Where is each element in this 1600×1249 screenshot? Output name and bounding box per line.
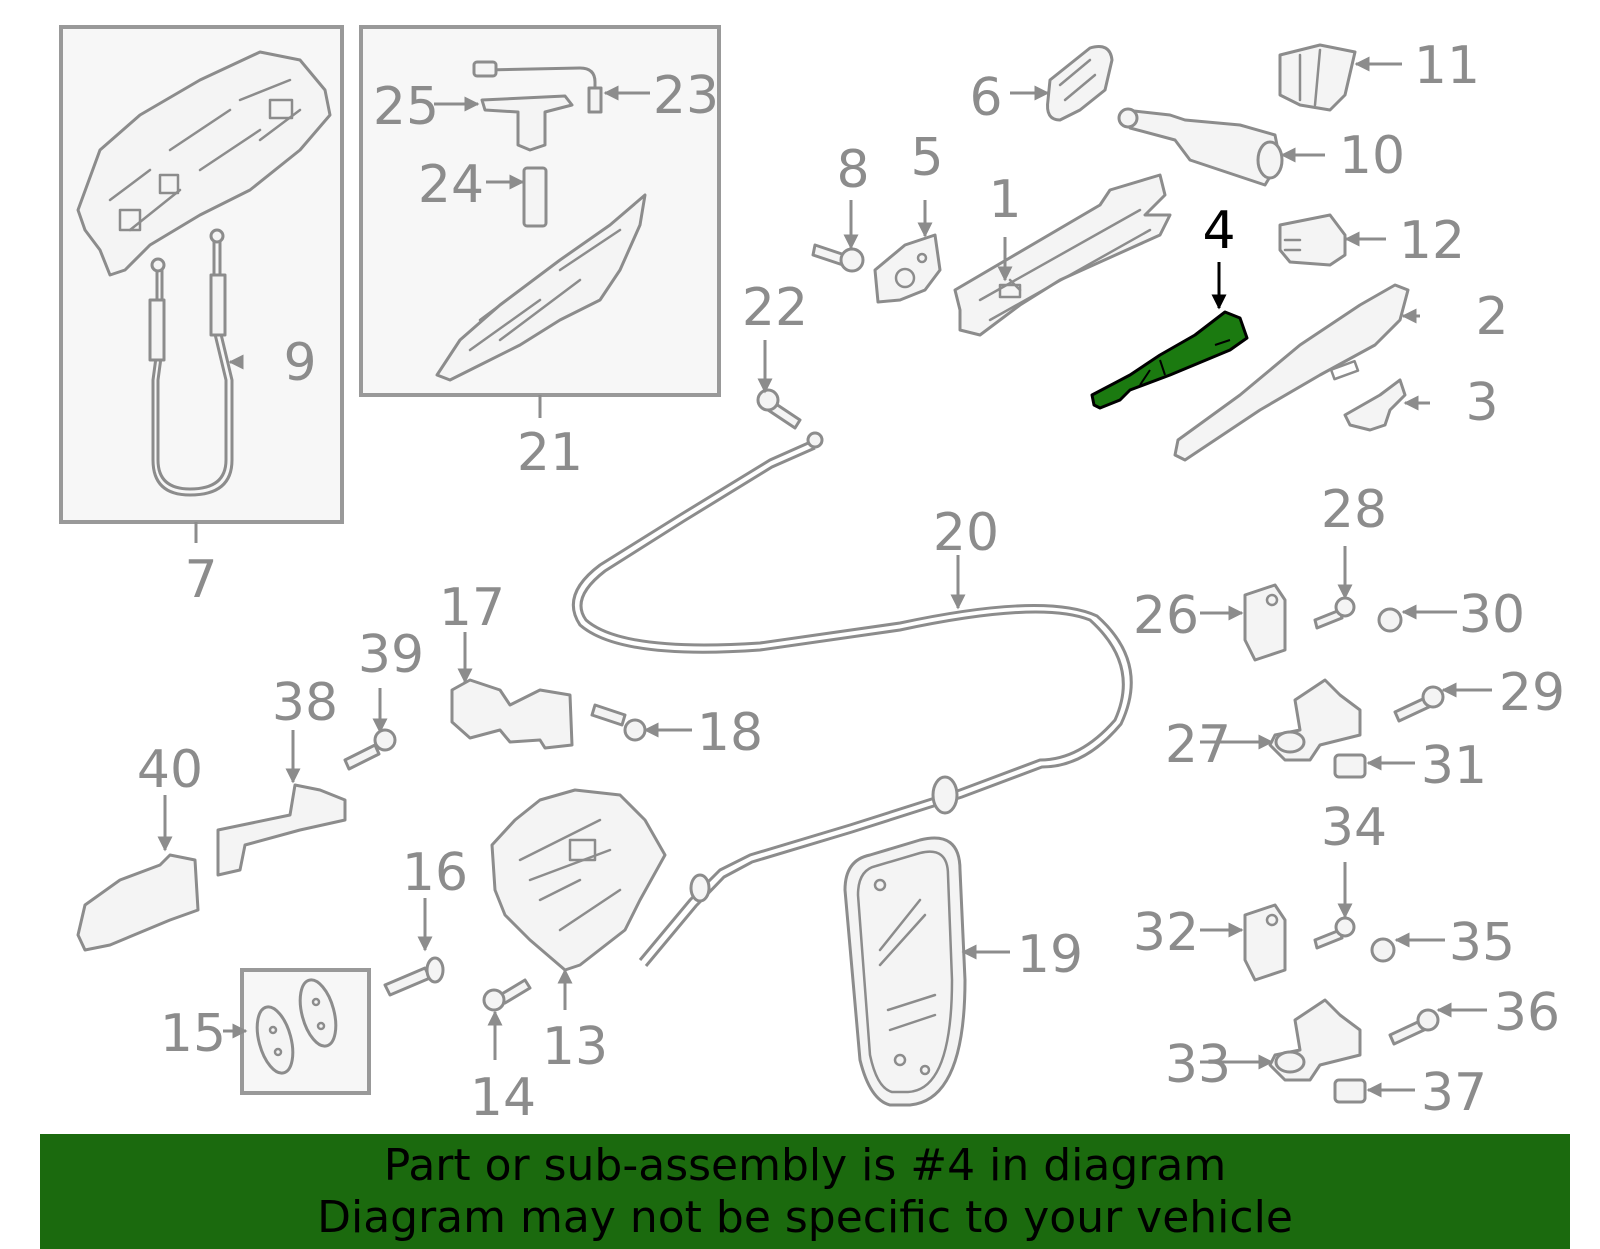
part-16 [383,956,445,997]
callout-4-highlighted: 4 [1202,201,1235,261]
callout-27: 27 [1165,715,1231,775]
subassembly-box-21 [359,25,721,418]
callout-19: 19 [1017,925,1083,985]
callout-22: 22 [742,278,808,338]
part-1 [953,173,1172,337]
banner-line-1: Part or sub-assembly is #4 in diagram [383,1140,1227,1191]
callout-8: 8 [836,140,869,200]
callout-5: 5 [910,128,943,188]
callout-13: 13 [542,1017,608,1077]
part-38 [216,783,347,877]
callout-31: 31 [1421,736,1487,796]
callout-labels: 1 2 3 4 5 6 7 8 9 10 11 12 13 14 15 16 1… [137,36,1565,1128]
callout-16: 16 [402,843,468,903]
callout-9: 9 [283,333,316,393]
callout-25: 25 [373,77,439,137]
part-2 [1173,283,1410,462]
subassembly-box-7 [59,25,344,543]
part-3 [1343,378,1407,432]
callout-14: 14 [470,1068,536,1128]
callout-29: 29 [1499,663,1565,723]
part-11 [1278,43,1357,112]
part-22 [756,388,802,430]
callout-36: 36 [1494,983,1560,1043]
callout-34: 34 [1321,798,1387,858]
callout-38: 38 [272,673,338,733]
callout-15: 15 [160,1004,226,1064]
callout-2: 2 [1475,287,1508,347]
callout-6: 6 [969,68,1002,128]
leader-arrows [157,56,1492,1098]
callout-10: 10 [1339,126,1405,186]
callout-28: 28 [1321,480,1387,540]
callout-1: 1 [988,170,1021,230]
callout-33: 33 [1165,1035,1231,1095]
subassembly-box-15 [240,968,371,1095]
part-4-highlighted[interactable] [1090,310,1249,410]
callout-37: 37 [1421,1063,1487,1123]
callout-39: 39 [358,625,424,685]
part-20-cable [571,431,1133,967]
callout-20: 20 [933,503,999,563]
callout-21: 21 [517,423,583,483]
part-5 [873,233,942,304]
callout-18: 18 [697,703,763,763]
hinge-upper [1243,583,1445,779]
part-8 [811,243,865,273]
callout-3: 3 [1465,373,1498,433]
part-39 [343,728,397,771]
hinge-lower [1243,903,1440,1104]
banner-line-2: Diagram may not be specific to your vehi… [317,1192,1293,1243]
callout-26: 26 [1133,586,1199,646]
part-12 [1278,213,1347,267]
part-14 [482,978,532,1012]
part-13 [490,788,667,972]
part-10 [1117,107,1284,187]
callout-35: 35 [1449,913,1515,973]
callout-24: 24 [418,155,484,215]
callout-23: 23 [653,66,719,126]
callout-40: 40 [137,740,203,800]
callout-11: 11 [1414,36,1480,96]
callout-32: 32 [1133,903,1199,963]
part-6 [1046,45,1114,122]
part-18 [590,703,647,742]
callout-12: 12 [1399,211,1465,271]
part-17 [450,678,574,750]
part-40 [76,853,200,952]
callout-7: 7 [184,550,217,610]
parts-diagram: 1 2 3 4 5 6 7 8 9 10 11 12 13 14 15 16 1… [59,25,1565,1128]
part-19 [843,836,967,1107]
info-banner: Part or sub-assembly is #4 in diagram Di… [40,1134,1570,1249]
callout-17: 17 [439,578,505,638]
callout-30: 30 [1459,585,1525,645]
